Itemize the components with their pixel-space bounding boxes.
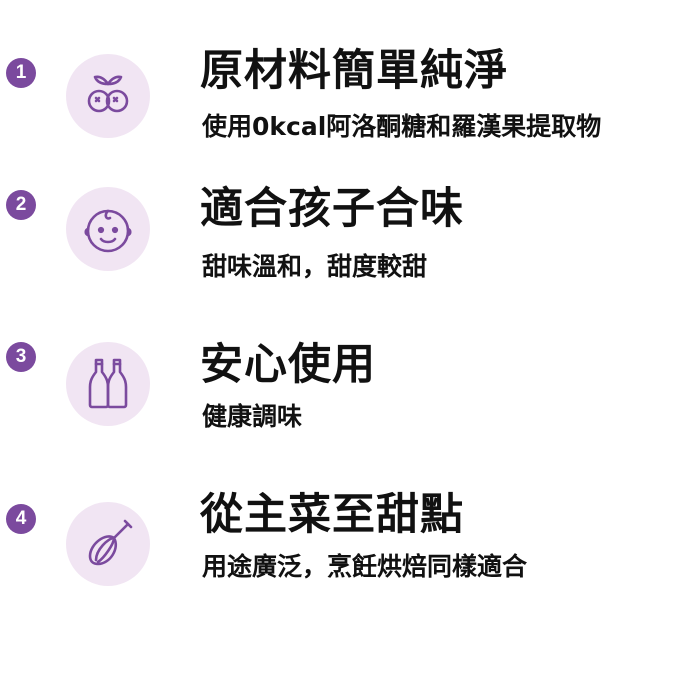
baby-face-icon (66, 187, 150, 271)
feature-description: 甜味溫和，甜度較甜 (202, 252, 428, 281)
feature-item-1: 1 原材料簡單純淨 使用0kcal阿洛酮糖和羅漢果提取物 (0, 40, 700, 160)
number-badge: 3 (6, 342, 36, 372)
feature-title: 原材料簡單純淨 (200, 46, 508, 96)
feature-description: 健康調味 (202, 402, 303, 431)
whisk-icon (66, 502, 150, 586)
blueberry-icon (66, 54, 150, 138)
feature-item-3: 3 安心使用 健康調味 (0, 338, 700, 458)
bottles-icon (66, 342, 150, 426)
number-badge: 2 (6, 190, 36, 220)
feature-item-2: 2 適合孩子合味 甜味溫和，甜度較甜 (0, 184, 700, 304)
number-badge: 1 (6, 58, 36, 88)
feature-title: 安心使用 (200, 340, 376, 390)
feature-item-4: 4 從主菜至甜點 用途廣泛，烹飪烘焙同樣適合 (0, 488, 700, 608)
feature-title: 適合孩子合味 (200, 184, 464, 234)
number-badge: 4 (6, 504, 36, 534)
feature-description: 使用0kcal阿洛酮糖和羅漢果提取物 (202, 112, 602, 141)
feature-description: 用途廣泛，烹飪烘焙同樣適合 (202, 552, 528, 581)
feature-title: 從主菜至甜點 (200, 490, 464, 540)
